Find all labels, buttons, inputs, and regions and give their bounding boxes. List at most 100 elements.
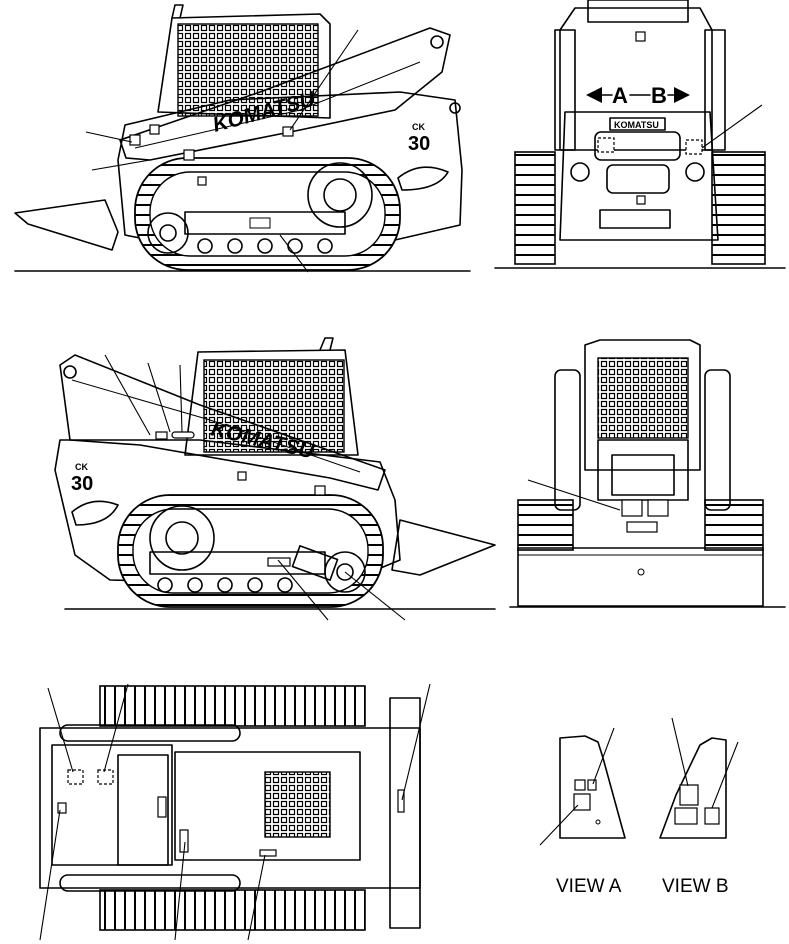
bucket bbox=[391, 519, 496, 576]
logo-badge bbox=[71, 500, 119, 526]
track-frame bbox=[149, 551, 326, 575]
right-side-view: KOMATSU CK 30 bbox=[54, 337, 496, 621]
decal bbox=[157, 796, 167, 818]
leader-line bbox=[671, 717, 689, 787]
lift-arm-edge bbox=[134, 61, 421, 149]
model-number-decal: 30 bbox=[408, 133, 430, 155]
decal bbox=[171, 431, 195, 439]
idler-hub bbox=[159, 224, 177, 242]
leader-line bbox=[279, 234, 309, 273]
leader-line bbox=[539, 804, 579, 846]
decal bbox=[679, 784, 699, 806]
arm-pin bbox=[449, 102, 461, 114]
front-window-grille bbox=[597, 357, 689, 439]
leader-line bbox=[344, 571, 406, 621]
right-arm bbox=[704, 369, 731, 511]
leader-line bbox=[147, 362, 171, 433]
brand-plate bbox=[609, 117, 666, 131]
decal bbox=[57, 802, 67, 814]
rear-body bbox=[559, 111, 719, 241]
model-prefix-decal: CK bbox=[412, 122, 425, 132]
cab-grille bbox=[203, 359, 345, 453]
upper-arm bbox=[59, 724, 241, 742]
decal bbox=[67, 769, 84, 785]
cab-frame bbox=[184, 349, 359, 456]
leader-line bbox=[247, 854, 266, 941]
view-a-caption: VIEW A bbox=[556, 876, 622, 897]
bucket-top bbox=[389, 697, 421, 929]
leader-line bbox=[104, 354, 151, 436]
decal bbox=[647, 499, 669, 517]
decal bbox=[397, 789, 405, 813]
track-tensioner bbox=[291, 545, 339, 581]
decal bbox=[635, 31, 646, 42]
front-panel bbox=[611, 454, 675, 496]
decal bbox=[282, 126, 294, 137]
right-track bbox=[704, 499, 764, 551]
decal bbox=[626, 521, 658, 533]
decal bbox=[97, 769, 114, 785]
sprocket-hub bbox=[165, 521, 199, 555]
lower-arm bbox=[59, 874, 241, 892]
leader-line bbox=[47, 687, 74, 773]
decal bbox=[636, 195, 646, 205]
rear-view: KOMATSU A B bbox=[494, 0, 786, 269]
decal bbox=[197, 176, 207, 186]
engine-cover bbox=[51, 744, 173, 866]
upper-track bbox=[99, 685, 366, 727]
decal bbox=[621, 499, 643, 517]
left-arm bbox=[554, 29, 576, 151]
decal bbox=[674, 807, 698, 825]
upper-door bbox=[594, 131, 681, 161]
idler-wheel bbox=[147, 212, 189, 254]
leader-line bbox=[85, 131, 133, 143]
leader-line bbox=[277, 559, 329, 621]
leader-line bbox=[289, 29, 359, 131]
lift-arm bbox=[119, 27, 451, 161]
drive-sprocket bbox=[149, 505, 215, 571]
lower-door bbox=[606, 164, 670, 194]
front-bucket bbox=[517, 547, 764, 607]
view-b-panel bbox=[659, 737, 727, 839]
arm-pivot bbox=[430, 35, 444, 49]
decal-position-b bbox=[685, 139, 703, 155]
cab-roof bbox=[174, 751, 361, 861]
lift-arm-edge bbox=[71, 379, 361, 473]
decal bbox=[149, 124, 160, 135]
track-inner bbox=[149, 171, 386, 257]
leader-line bbox=[701, 104, 763, 149]
left-track bbox=[517, 499, 574, 551]
rear-brand-decal: KOMATSU bbox=[614, 120, 659, 130]
lift-arm bbox=[59, 354, 386, 491]
decal bbox=[237, 471, 247, 481]
drive-sprocket bbox=[307, 162, 373, 228]
decal bbox=[259, 849, 277, 857]
logo-badge bbox=[397, 166, 449, 191]
bucket bbox=[14, 199, 119, 251]
rops-cab bbox=[584, 339, 701, 471]
track-frame bbox=[184, 211, 346, 235]
cab-grille bbox=[177, 23, 319, 117]
right-track bbox=[711, 151, 766, 265]
leader-line bbox=[39, 809, 61, 941]
front-view bbox=[509, 339, 786, 608]
leader-line bbox=[401, 683, 431, 801]
view-b-caption: VIEW B bbox=[662, 876, 729, 897]
roof-grille bbox=[264, 771, 331, 838]
counterweight bbox=[599, 209, 671, 229]
rear-light-right bbox=[685, 162, 705, 182]
leader-line bbox=[592, 727, 615, 785]
decal bbox=[587, 779, 597, 791]
model-number-decal: 30 bbox=[71, 473, 93, 495]
decal bbox=[155, 431, 168, 440]
view-b-detail: VIEW B bbox=[659, 717, 739, 897]
arm-pivot bbox=[63, 365, 77, 379]
cab-antenna bbox=[319, 337, 334, 351]
leader-line bbox=[91, 159, 151, 171]
arrow-left bbox=[586, 87, 602, 103]
decal bbox=[574, 779, 586, 791]
cab-frame bbox=[157, 13, 331, 119]
decal bbox=[314, 485, 326, 496]
leader-line bbox=[711, 741, 739, 809]
front-frame bbox=[597, 439, 689, 501]
